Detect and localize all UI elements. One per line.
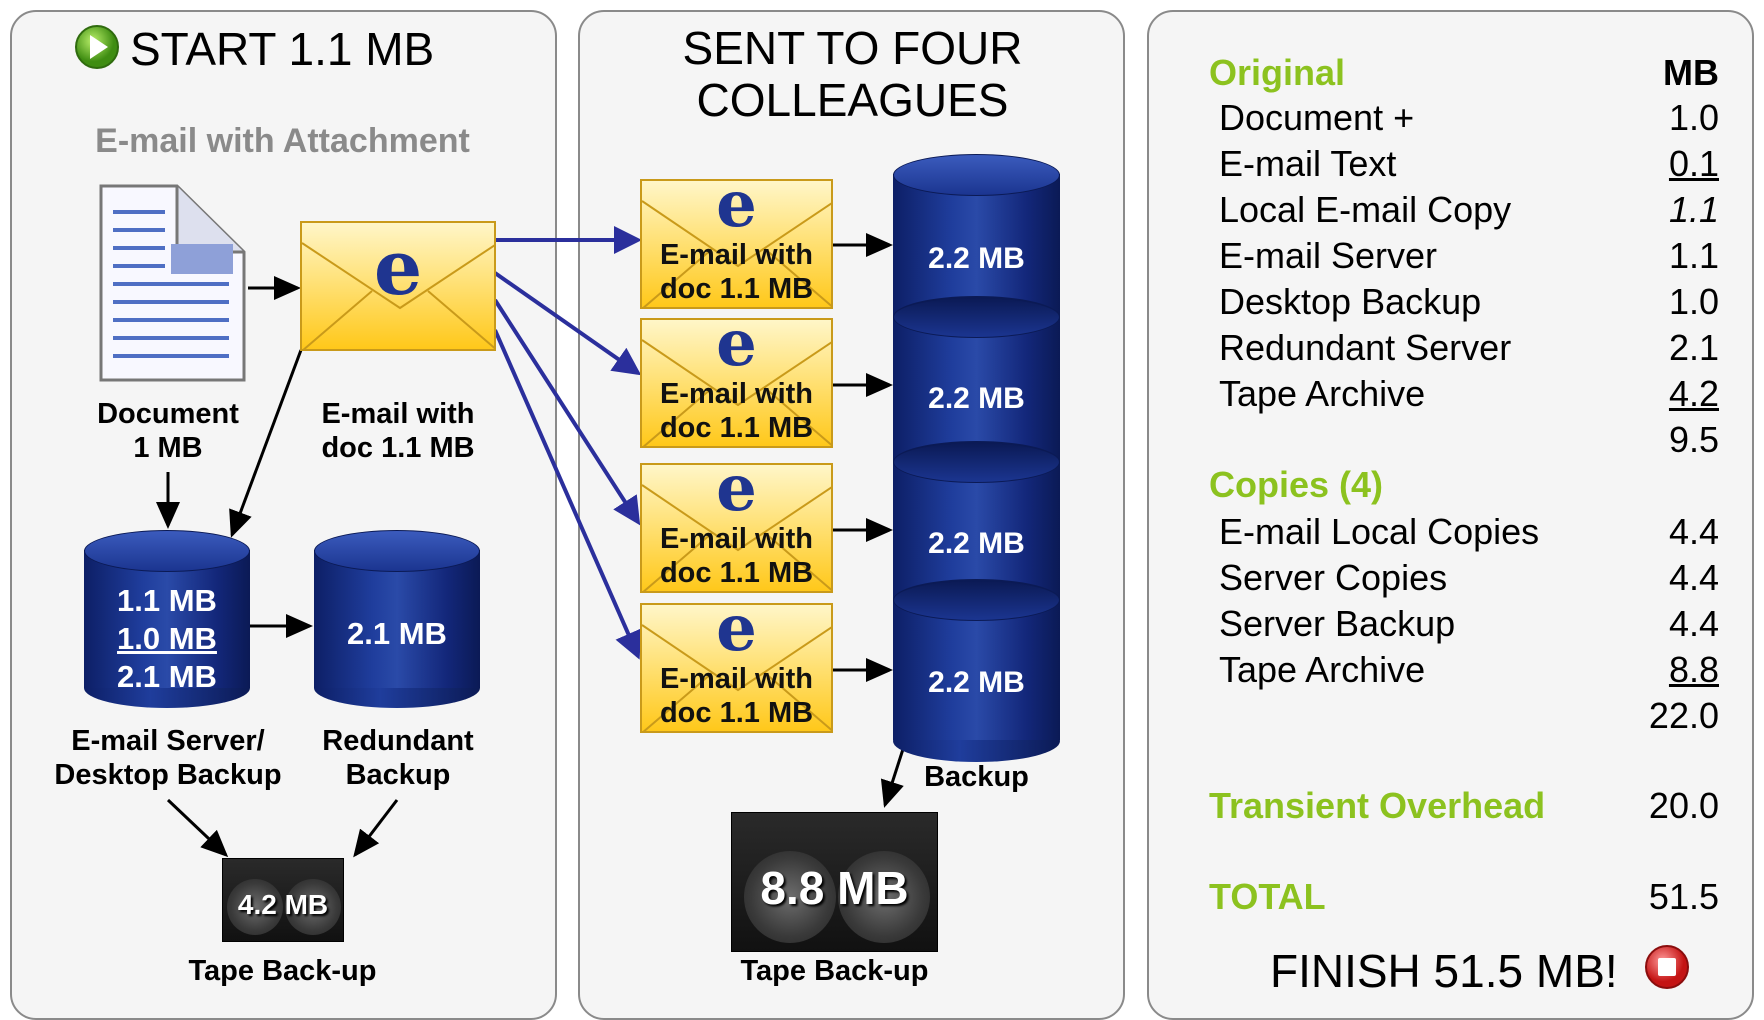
copies-row: Server Copies 4.4 (1219, 556, 1719, 600)
tape-reel-icon (744, 851, 836, 943)
original-row: Tape Archive 4.2 (1219, 372, 1719, 416)
email-label-line1: E-mail with (659, 378, 814, 410)
start-title: START 1.1 MB (130, 23, 435, 75)
tape-reel-icon (285, 879, 341, 935)
tape-reel-icon (227, 879, 283, 935)
row-value: 1.1 (1668, 235, 1719, 276)
row-name: Tape Archive (1219, 373, 1426, 414)
row-value: 4.4 (1668, 603, 1719, 644)
tape-backup-label-2: Tape Back-up (740, 955, 929, 987)
tape-reel-icon (838, 851, 930, 943)
row-value: 2.1 (1668, 327, 1719, 368)
transient-value: 20.0 (1648, 785, 1719, 826)
redundant-backup-db: 2.1 MB (314, 530, 480, 710)
original-row: Document + 1.0 (1219, 96, 1719, 140)
db-value-4: 2.2 MB (928, 666, 1025, 699)
tape-backup-large: 8.8 MB (731, 812, 938, 952)
email-label-line1: E-mail with (659, 523, 814, 555)
start-icon (74, 24, 120, 75)
tape-backup-small: 4.2 MB (222, 858, 344, 942)
attachment-subtitle: E-mail with Attachment (95, 122, 470, 160)
row-value: 0.1 (1668, 143, 1719, 184)
row-value: 1.1 (1668, 189, 1719, 230)
copies-total-row: 22.0 (1648, 695, 1719, 736)
email-label-line1: E-mail with (659, 663, 814, 695)
row-value: 4.2 (1668, 373, 1719, 414)
row-name: Server Backup (1219, 603, 1456, 644)
copies-row: E-mail Local Copies 4.4 (1219, 510, 1719, 554)
email-e-icon: e (716, 318, 757, 381)
original-row: Local E-mail Copy 1.1 (1219, 188, 1719, 232)
backup-db-stack: 2.2 MB 2.2 MB 2.2 MB 2.2 MB (893, 154, 1060, 762)
arrow-server-to-tape (166, 798, 229, 858)
email-label-line2: doc 1.1 MB (659, 273, 814, 305)
email-e-icon: e (716, 179, 757, 242)
arrow-backup-to-tape (880, 745, 906, 808)
blue-arrow-4 (493, 329, 642, 660)
original-row: E-mail Server 1.1 (1219, 234, 1719, 278)
document-icon (99, 184, 249, 389)
total-label: TOTAL (1209, 876, 1326, 917)
row-name: E-mail Server (1219, 235, 1438, 276)
row-name: Server Copies (1219, 557, 1448, 598)
copies-row: Tape Archive 8.8 (1219, 648, 1719, 692)
start-panel (10, 10, 557, 1020)
row-value: 8.8 (1668, 649, 1719, 690)
row-value: 1.0 (1668, 281, 1719, 322)
finish-text: FINISH 51.5 MB! (1270, 945, 1618, 997)
arrow-email-to-server (229, 349, 303, 538)
db-value-3: 2.2 MB (928, 527, 1025, 560)
row-name: Tape Archive (1219, 649, 1426, 690)
email-e-icon: e (373, 223, 423, 312)
db-value-1: 2.2 MB (928, 242, 1025, 275)
backup-label: Backup (924, 761, 1029, 793)
original-total-row: 9.5 (1668, 419, 1719, 460)
row-name: Desktop Backup (1219, 281, 1482, 322)
email-label-line2: doc 1.1 MB (659, 412, 814, 444)
row-value: 1.0 (1668, 97, 1719, 138)
copies-row: Server Backup 4.4 (1219, 602, 1719, 646)
original-header: Original (1209, 52, 1346, 93)
db-value-2: 2.2 MB (928, 382, 1025, 415)
arrow-redundant-to-tape (353, 799, 399, 858)
email-e-icon: e (716, 603, 757, 666)
copies-header: Copies (4) (1209, 464, 1384, 505)
stop-icon (1644, 944, 1690, 995)
row-name: Redundant Server (1219, 327, 1512, 368)
blue-arrow-3 (493, 298, 641, 526)
email-label-line2: doc 1.1 MB (659, 557, 814, 589)
row-name: E-mail Local Copies (1219, 511, 1540, 552)
email-server-label: E-mail Server/Desktop Backup (54, 725, 282, 791)
email-envelope-main: e (300, 221, 496, 351)
row-name: Document + (1219, 97, 1415, 138)
original-row: E-mail Text 0.1 (1219, 142, 1719, 186)
original-row: Desktop Backup 1.0 (1219, 280, 1719, 324)
row-name: E-mail Text (1219, 143, 1397, 184)
email-e-icon: e (716, 463, 757, 526)
email-label-line1: E-mail with (659, 239, 814, 271)
blue-arrow-2 (493, 271, 642, 376)
transient-label: Transient Overhead (1209, 785, 1546, 826)
email-server-db: 1.1 MB 1.0 MB 2.1 MB (84, 530, 250, 710)
mb-header: MB (1663, 52, 1719, 93)
email-label-line2: doc 1.1 MB (659, 697, 814, 729)
row-value: 4.4 (1668, 557, 1719, 598)
row-name: Local E-mail Copy (1219, 189, 1512, 230)
tape-backup-label-1: Tape Back-up (188, 955, 377, 987)
original-row: Redundant Server 2.1 (1219, 326, 1719, 370)
total-value: 51.5 (1648, 876, 1719, 917)
row-value: 4.4 (1668, 511, 1719, 552)
